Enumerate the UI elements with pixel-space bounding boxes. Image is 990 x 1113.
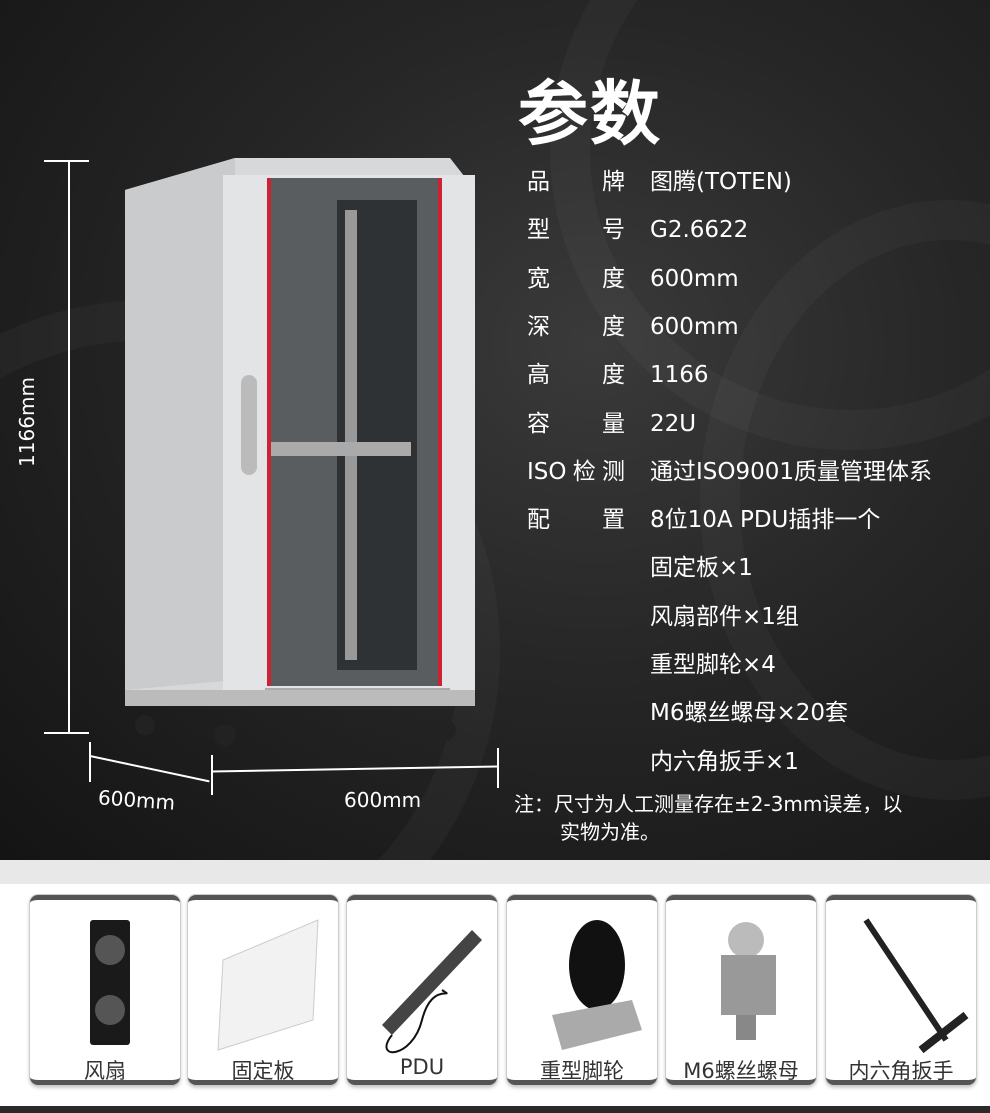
- spec-value: 1166: [650, 362, 709, 389]
- spec-row: 型号 G2.6622: [527, 215, 748, 245]
- accessory-label: 风扇: [84, 1059, 126, 1083]
- footer-bar: [0, 1106, 990, 1113]
- spec-value: 600mm: [650, 265, 739, 292]
- spec-row: 高度 1166: [527, 360, 709, 390]
- spec-value: 固定板×1: [650, 555, 753, 582]
- accessory-label: 内六角扳手: [848, 1059, 954, 1083]
- spec-value: 通过ISO9001质量管理体系: [650, 458, 933, 485]
- accessory-card: 内六角扳手: [826, 895, 976, 1085]
- note-line-2: 实物为准。: [560, 820, 660, 844]
- spec-row: 风扇部件×1组: [527, 602, 799, 632]
- accessory-label: PDU: [399, 1055, 445, 1079]
- fixed-shelf-icon: [217, 919, 319, 1051]
- spec-value: 8位10A PDU插排一个: [650, 507, 881, 534]
- spec-label: 宽度: [527, 265, 625, 292]
- pdu-icon: [382, 930, 482, 1054]
- spec-value: 风扇部件×1组: [650, 603, 799, 630]
- spec-row: M6螺丝螺母×20套: [527, 698, 848, 728]
- caster-wheel-icon: [552, 920, 642, 1050]
- accessory-card: M6螺丝螺母: [666, 895, 816, 1085]
- accessory-card: PDU: [347, 895, 497, 1085]
- accessory-label: 固定板: [231, 1059, 295, 1083]
- spec-value: 内六角扳手×1: [650, 748, 799, 775]
- spec-label: 配置: [527, 507, 625, 534]
- spec-row: 深度 600mm: [527, 312, 739, 342]
- spec-row: 品牌图腾(TOTEN): [527, 167, 792, 197]
- spec-label: 容量: [527, 410, 625, 437]
- measurement-note: 注：尺寸为人工测量存在±2-3mm误差，以 实物为准。: [514, 790, 954, 846]
- fan-icon: [90, 920, 130, 1045]
- accessory-card: 风扇: [30, 895, 180, 1085]
- accessory-card: 固定板: [188, 895, 338, 1085]
- spec-value: G2.6622: [650, 217, 749, 244]
- hex-wrench-icon: [863, 918, 969, 1054]
- spec-label: 高度: [527, 362, 625, 389]
- spec-row: ISO检测通过ISO9001质量管理体系: [527, 457, 932, 487]
- divider-band: [0, 860, 990, 884]
- accessory-label: M6螺丝螺母: [683, 1059, 799, 1083]
- server-cabinet-image: [125, 158, 475, 746]
- width-dimension: 600mm: [344, 788, 422, 812]
- spec-row: 重型脚轮×4: [527, 650, 776, 680]
- spec-value: 图腾(TOTEN): [650, 169, 792, 195]
- spec-label: 型号: [527, 217, 625, 244]
- spec-row: 配置 8位10A PDU插排一个: [527, 505, 880, 535]
- spec-value: M6螺丝螺母×20套: [650, 700, 849, 727]
- accessory-card: 重型脚轮: [507, 895, 657, 1085]
- spec-label: 深度: [527, 313, 625, 340]
- spec-value: 重型脚轮×4: [650, 652, 776, 678]
- spec-row: 宽度 600mm: [527, 264, 739, 294]
- spec-value: 22U: [650, 410, 697, 437]
- product-spec-panel: 1166mm 600mm 600mm 参数 品牌图腾(TOTEN) 型号 G2.66…: [0, 0, 990, 860]
- spec-row: 内六角扳手×1: [527, 747, 799, 777]
- accessory-label: 重型脚轮: [540, 1059, 624, 1083]
- page-title: 参数: [518, 73, 662, 155]
- spec-label: ISO检测: [527, 458, 625, 485]
- note-line-1: 注：尺寸为人工测量存在±2-3mm误差，以: [514, 792, 903, 816]
- spec-value: 600mm: [650, 313, 739, 340]
- cage-nut-icon: [721, 922, 776, 1040]
- height-dimension: 1166mm: [14, 377, 39, 467]
- spec-row: 固定板×1: [527, 553, 753, 583]
- spec-label: 品牌: [527, 169, 625, 195]
- spec-row: 容量 22U: [527, 409, 696, 439]
